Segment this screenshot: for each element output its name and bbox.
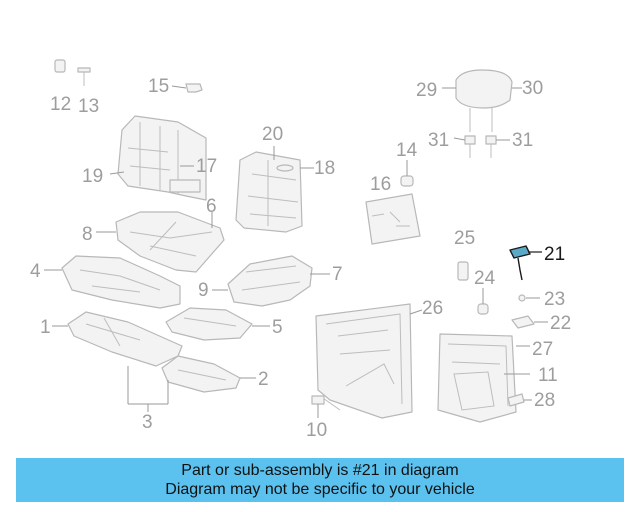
part-24-plug[interactable] [477,303,489,315]
callout-22: 22 [550,313,571,334]
callout-18: 18 [314,158,335,179]
part-22-cover[interactable] [511,315,535,329]
caption-line-2: Diagram may not be specific to your vehi… [165,481,475,498]
callout-14: 14 [396,140,418,161]
part-23-screw[interactable] [518,294,526,302]
part-6-seat-cushion[interactable] [115,211,225,273]
part-1-seat-frame[interactable] [67,311,183,367]
callout-11: 11 [538,365,558,386]
parts-diagram: 12 13 15 19 17 20 18 6 8 4 9 7 1 5 2 3 1… [30,59,571,441]
part-21-highlighted[interactable] [509,245,531,281]
callout-29: 29 [416,80,437,101]
part-31-headrest-guide[interactable] [464,135,497,158]
part-19-seatback-frame[interactable] [117,115,207,201]
callout-13: 13 [78,96,99,117]
callout-12: 12 [50,94,71,115]
callout-27: 27 [532,339,553,360]
callout-17: 17 [196,156,217,177]
part-25-clip[interactable] [457,261,469,281]
callout-3: 3 [142,412,153,433]
callout-9: 9 [198,280,209,301]
callout-19: 19 [82,166,103,187]
callout-20: 20 [262,124,283,145]
callout-24: 24 [474,268,496,289]
part-15-hook[interactable] [185,83,203,93]
part-4-cushion-pad[interactable] [61,255,181,309]
callout-7: 7 [332,264,343,285]
callout-23: 23 [544,289,565,310]
callout-31-left: 31 [428,130,449,151]
part-26-back-panel[interactable] [315,303,413,419]
part-2-seat-frame-rear[interactable] [161,355,241,393]
callout-30: 30 [522,78,543,99]
callout-2: 2 [258,369,269,390]
callout-15: 15 [148,76,169,97]
callout-4: 4 [30,261,41,282]
callout-28: 28 [534,390,555,411]
part-20-seatback-cover[interactable] [235,151,303,233]
callout-21: 21 [544,244,565,265]
callout-16: 16 [370,174,391,195]
part-13-pin[interactable] [77,67,91,86]
part-3-bracket-set [127,366,169,412]
callout-1: 1 [40,317,51,338]
part-10-latch[interactable] [311,395,325,405]
callout-25: 25 [454,228,475,249]
part-29-headrest[interactable] [455,69,513,132]
callout-26: 26 [422,298,443,319]
part-12-clip[interactable] [54,59,66,73]
caption-banner: Part or sub-assembly is #21 in diagram D… [16,458,624,502]
callout-31-right: 31 [512,130,533,151]
part-5-cushion-insert[interactable] [165,307,253,341]
part-27-rear-panel[interactable] [437,333,517,423]
part-7-side-cushion[interactable] [227,255,313,307]
callout-6: 6 [206,196,217,217]
part-14-clip[interactable] [400,175,414,187]
part-28-bolt[interactable] [507,393,525,407]
callout-8: 8 [82,224,93,245]
caption-line-1: Part or sub-assembly is #21 in diagram [181,462,459,479]
part-16-bracket-panel[interactable] [365,193,421,245]
callout-10: 10 [306,420,327,441]
callout-5: 5 [272,317,283,338]
